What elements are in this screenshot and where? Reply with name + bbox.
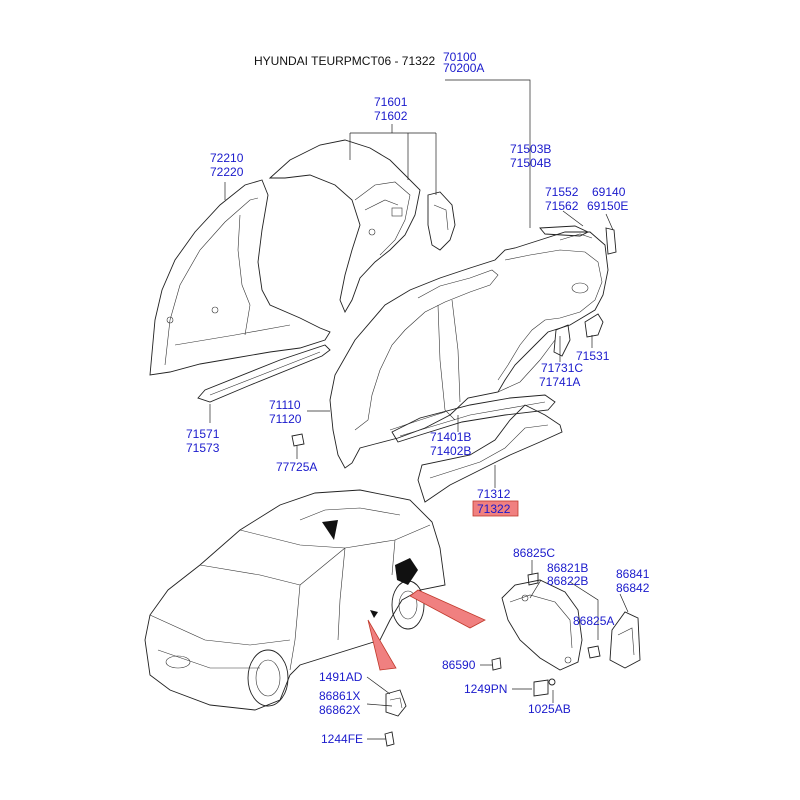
side-sill-reinforcement: [197, 344, 331, 403]
fuel-filler-parts: [553, 313, 604, 357]
callout-86822b[interactable]: 86822B: [547, 574, 588, 588]
highlight-box-71322: [472, 500, 519, 517]
callout-72220[interactable]: 72220: [210, 165, 244, 179]
rear-mudguard-assembly: [491, 572, 641, 697]
callout-70100[interactable]: 70100: [443, 50, 477, 64]
callout-labels: 70100 70200A 71601 71602 72210 72220 715…: [186, 50, 650, 746]
callout-86825a[interactable]: 86825A: [573, 614, 614, 628]
callout-1244fe[interactable]: 1244FE: [321, 732, 363, 746]
front-splash-guard: [384, 689, 407, 747]
sedan-illustration: [144, 489, 446, 711]
callout-86861x[interactable]: 86861X: [319, 689, 360, 703]
callout-69150e[interactable]: 69150E: [587, 199, 628, 213]
front-pillar-panel: [149, 179, 331, 376]
body-side-outer-panel: [329, 231, 609, 469]
callout-71531[interactable]: 71531: [576, 349, 610, 363]
callout-86842[interactable]: 86842: [616, 581, 650, 595]
callout-69140[interactable]: 69140: [592, 185, 626, 199]
callout-77725a[interactable]: 77725A: [276, 460, 317, 474]
callout-1025ab[interactable]: 1025AB: [528, 702, 571, 716]
rear-inner-quarter-panel: [268, 139, 421, 314]
quarter-extension-parts: [539, 225, 617, 255]
callout-86841[interactable]: 86841: [616, 567, 650, 581]
diagram-title: HYUNDAI TEURPMCT06 - 71322: [254, 54, 435, 68]
callout-71401b[interactable]: 71401B: [430, 430, 471, 444]
callout-72210[interactable]: 72210: [210, 151, 244, 165]
callout-1249pn[interactable]: 1249PN: [464, 682, 507, 696]
callout-71552[interactable]: 71552: [545, 185, 579, 199]
callout-86590[interactable]: 86590: [442, 658, 476, 672]
callout-71571[interactable]: 71571: [186, 427, 220, 441]
callout-71601[interactable]: 71601: [374, 95, 408, 109]
callout-71110[interactable]: 71110: [269, 398, 301, 412]
callout-71741a[interactable]: 71741A: [539, 375, 580, 389]
callout-71562[interactable]: 71562: [545, 199, 579, 213]
clip-77725a: [291, 433, 305, 447]
callout-71503b[interactable]: 71503B: [510, 142, 551, 156]
pillar-reinforcement-bracket: [427, 191, 456, 251]
callout-86825c[interactable]: 86825C: [513, 546, 555, 560]
callout-71322[interactable]: 71322: [477, 502, 511, 516]
highlight-arrows: [367, 589, 486, 671]
rocker-panel-inner: [391, 394, 556, 443]
callout-71504b[interactable]: 71504B: [510, 156, 551, 170]
rear-side-sill: [417, 404, 563, 503]
callout-86821b[interactable]: 86821B: [547, 561, 588, 575]
callout-71573[interactable]: 71573: [186, 441, 220, 455]
callout-71402b[interactable]: 71402B: [430, 444, 471, 458]
callout-71120[interactable]: 71120: [269, 412, 302, 426]
callout-71602[interactable]: 71602: [374, 109, 408, 123]
callout-1491ad[interactable]: 1491AD: [319, 670, 363, 684]
callout-86862x[interactable]: 86862X: [319, 703, 360, 717]
callout-71312[interactable]: 71312: [477, 487, 511, 501]
callout-71731c[interactable]: 71731C: [541, 361, 583, 375]
callout-70200a[interactable]: 70200A: [443, 61, 484, 75]
